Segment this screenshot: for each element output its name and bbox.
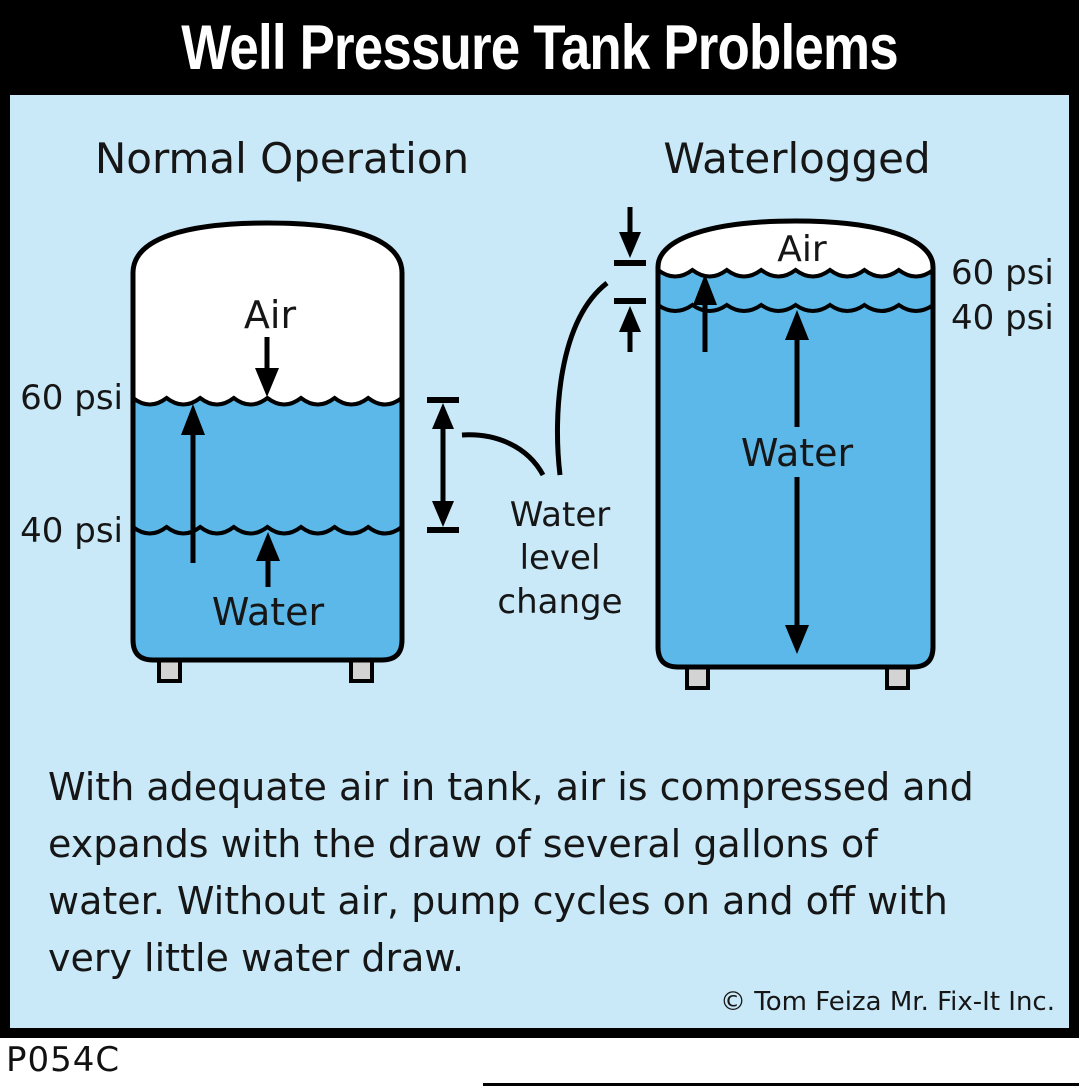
right-tank-heading: Waterlogged — [663, 134, 930, 183]
right-tank-low-water-line — [656, 302, 935, 313]
title-bar: Well Pressure Tank Problems — [0, 0, 1079, 95]
right-air-label: Air — [777, 229, 827, 270]
caption-line: expands with the draw of several gallons… — [48, 822, 878, 866]
caption-line: water. Without air, pump cycles on and o… — [48, 879, 948, 923]
right-tank-outline — [655, 218, 936, 670]
annotation-line2: level — [520, 538, 601, 578]
right-water-arrow-up-icon — [785, 310, 809, 340]
left-water-label: Water — [212, 590, 325, 634]
left-tank-heading: Normal Operation — [95, 134, 469, 183]
annotation-line1: Water — [510, 495, 611, 535]
right-dim-up-arrow-icon — [619, 306, 641, 332]
left-40psi-label: 40 psi — [20, 511, 123, 551]
connector-curve-right — [554, 281, 609, 476]
right-dim-down-arrow-icon — [619, 232, 641, 258]
page-title: Well Pressure Tank Problems — [181, 12, 898, 83]
right-40psi-label: 40 psi — [951, 298, 1054, 338]
footer-strip: P054C — [0, 1038, 1079, 1086]
diagram-area: Normal Operation Air Water — [10, 95, 1069, 1028]
left-dim-arrow-up-icon — [432, 403, 454, 429]
left-air-label: Air — [244, 293, 297, 337]
left-60psi-label: 60 psi — [20, 378, 123, 418]
left-tank-outline — [130, 220, 405, 663]
annotation-line3: change — [497, 582, 622, 622]
left-water-rise-arrow-head-icon — [181, 404, 205, 435]
page-frame: Well Pressure Tank Problems Normal Opera… — [0, 0, 1079, 1038]
left-water-arrow-head-icon — [256, 532, 280, 561]
caption-line: very little water draw. — [48, 936, 465, 980]
bottom-rule — [483, 1083, 1079, 1086]
caption-line: With adequate air in tank, air is compre… — [48, 765, 974, 809]
well-tank-diagram: Normal Operation Air Water — [20, 134, 1054, 690]
left-air-arrow-head-icon — [255, 368, 279, 397]
right-water-arrow-down-icon — [785, 625, 809, 654]
right-60psi-label: 60 psi — [951, 253, 1054, 293]
left-dim-arrow-down-icon — [432, 501, 454, 527]
left-tank-low-water-line — [131, 524, 404, 536]
right-small-up-arrow-head-icon — [693, 274, 717, 305]
caption-text: With adequate air in tank, air is compre… — [48, 759, 1053, 987]
diagram-code: P054C — [6, 1040, 121, 1080]
copyright-credit: © Tom Feiza Mr. Fix-It Inc. — [720, 987, 1055, 1017]
connector-curve-left — [461, 432, 546, 477]
right-water-label: Water — [741, 431, 854, 475]
